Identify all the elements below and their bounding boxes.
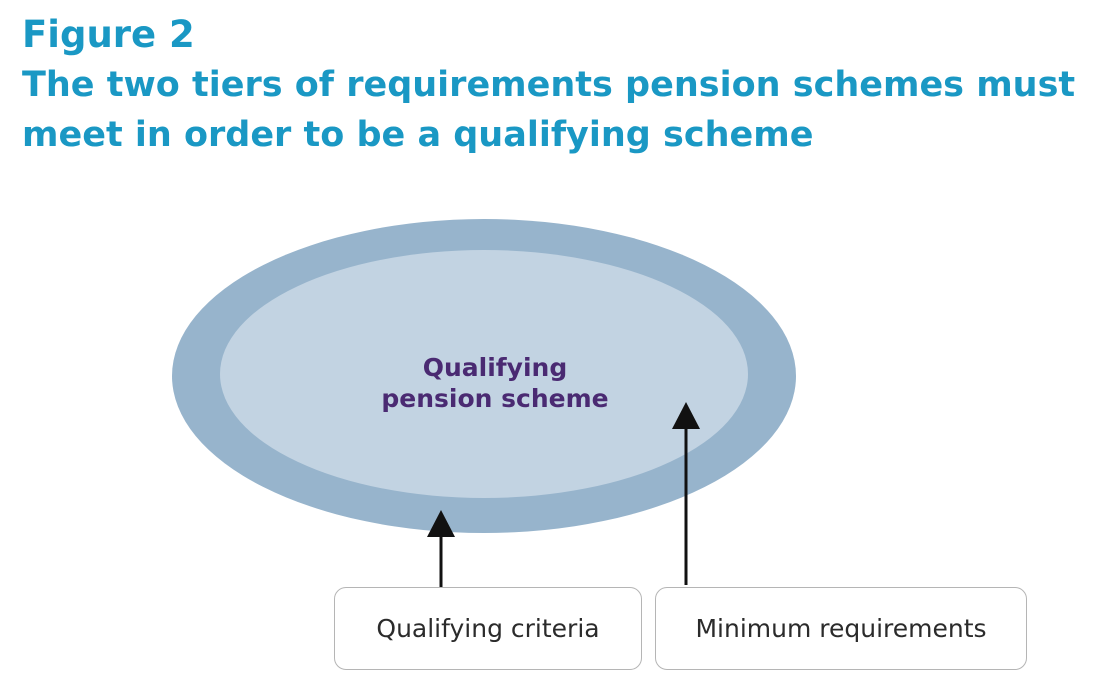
qualifying-pension-scheme-label: Qualifying pension scheme [340,352,650,414]
figure-label: Figure 2 [22,13,195,56]
center-label-line-2: pension scheme [381,384,609,413]
arrow-minimum-requirements-head [672,402,700,429]
figure-title: The two tiers of requirements pension sc… [22,65,1076,155]
minimum-requirements-box: Minimum requirements [655,587,1027,670]
center-label-line-1: Qualifying [422,353,568,382]
arrow-qualifying-criteria-head [427,510,455,537]
inner-ellipse-qualifying-criteria [220,250,748,498]
qualifying-criteria-box: Qualifying criteria [334,587,642,670]
